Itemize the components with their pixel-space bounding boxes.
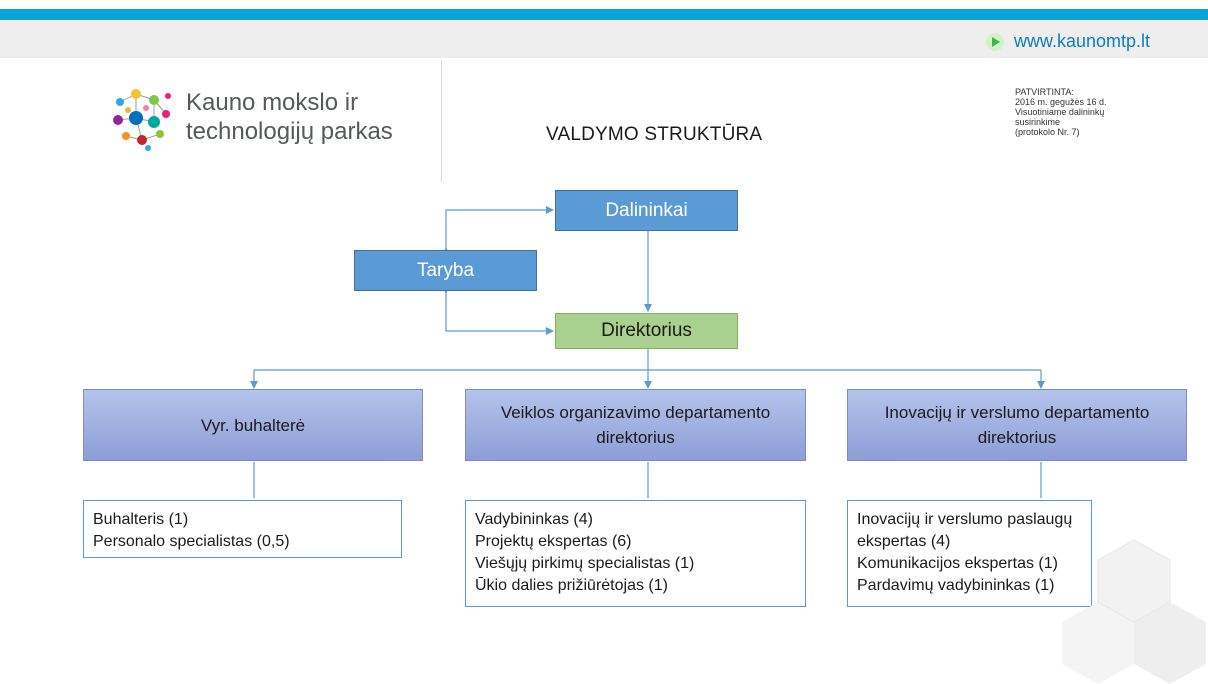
staff-item: Pardavimų vadybininkas (1)	[857, 577, 1055, 594]
connector-board-director	[442, 286, 554, 335]
approval-line: 2016 m. gegužės 16 d.	[1015, 97, 1107, 107]
staff-item: Viešųjų pirkimų specialistas (1)	[475, 555, 695, 572]
staff-item: Inovacijų ir verslumo paslaugų	[857, 511, 1073, 528]
node-innovation-director: Inovacijų ir verslumo departamento direk…	[847, 389, 1187, 461]
molecule-logo-icon	[113, 89, 171, 151]
staff-list-innovation: Inovacijų ir verslumo paslaugų ekspertas…	[847, 500, 1092, 607]
organization-name: Kauno mokslo ir technologijų parkas	[186, 88, 393, 146]
node-shareholders: Dalininkai	[555, 190, 738, 231]
approval-note: PATVIRTINTA: 2016 m. gegužės 16 d. Visuo…	[1015, 87, 1135, 137]
staff-item: Komunikacijos ekspertas (1)	[857, 555, 1058, 572]
node-director: Direktorius	[555, 313, 738, 349]
staff-list-operations: Vadybininkas (4) Projektų ekspertas (6) …	[465, 500, 806, 607]
website-url[interactable]: www.kaunomtp.lt	[1013, 31, 1150, 51]
staff-item: Projektų ekspertas (6)	[475, 533, 632, 550]
staff-item: Vadybininkas (4)	[475, 511, 593, 528]
staff-item: Ūkio dalies prižiūrėtojas (1)	[475, 577, 668, 594]
hexagon-decoration-icon	[1062, 539, 1206, 684]
node-board: Taryba	[354, 250, 537, 291]
top-accent-bar	[0, 9, 1208, 20]
staff-list-accounting: Buhalteris (1) Personalo specialistas (0…	[83, 500, 402, 558]
approval-line: susirinkime	[1015, 117, 1061, 127]
staff-item: ekspertas (4)	[857, 533, 951, 550]
organization-name-line1: Kauno mokslo ir	[186, 89, 359, 116]
website-link[interactable]: www.kaunomtp.lt	[985, 31, 1150, 52]
page-title: VALDYMO STRUKTŪRA	[546, 124, 763, 145]
approval-line: Visuotiniame dalininkų	[1015, 107, 1105, 117]
organization-name-line2: technologijų parkas	[186, 118, 393, 145]
node-chief-accountant: Vyr. buhalterė	[83, 389, 423, 461]
header-divider	[441, 60, 442, 182]
node-operations-director: Veiklos organizavimo departamento direkt…	[465, 389, 806, 461]
approval-line: (protokolo Nr. 7)	[1015, 127, 1080, 137]
play-arrow-icon	[985, 32, 1004, 51]
connector-board-shareholders	[442, 206, 554, 255]
approval-line: PATVIRTINTA:	[1015, 87, 1074, 97]
staff-item: Personalo specialistas (0,5)	[93, 533, 290, 550]
staff-item: Buhalteris (1)	[93, 511, 189, 528]
header-band	[0, 20, 1208, 58]
